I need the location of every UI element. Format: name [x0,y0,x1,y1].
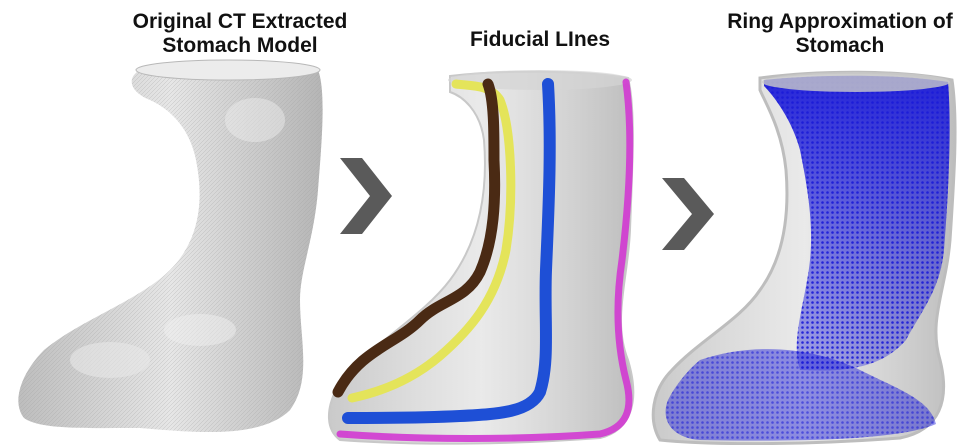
stomach-model-top-rim [136,60,320,80]
fiducial-panel [329,70,633,444]
stomach-model-bulge-1 [70,342,150,378]
ring-approximation-panel [653,72,955,444]
ring-top-rim [762,72,950,92]
chevron-right-icon [662,178,714,250]
stomach-model-bulge-3 [225,98,285,142]
stomach-model-panel-1 [18,60,322,432]
stomach-model-bulge-2 [164,314,236,346]
chevron-right-icon [340,158,392,234]
